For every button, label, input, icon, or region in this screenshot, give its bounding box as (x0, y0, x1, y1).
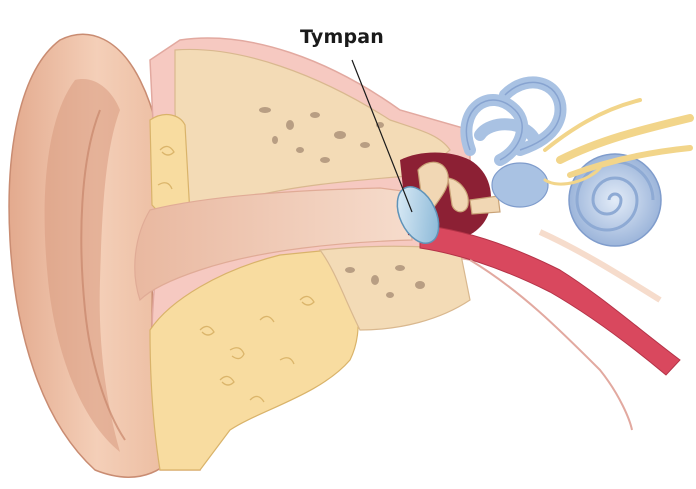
upper-cartilage (150, 115, 190, 217)
vestibule (492, 163, 548, 207)
tympan-label: Tympan (300, 26, 384, 48)
